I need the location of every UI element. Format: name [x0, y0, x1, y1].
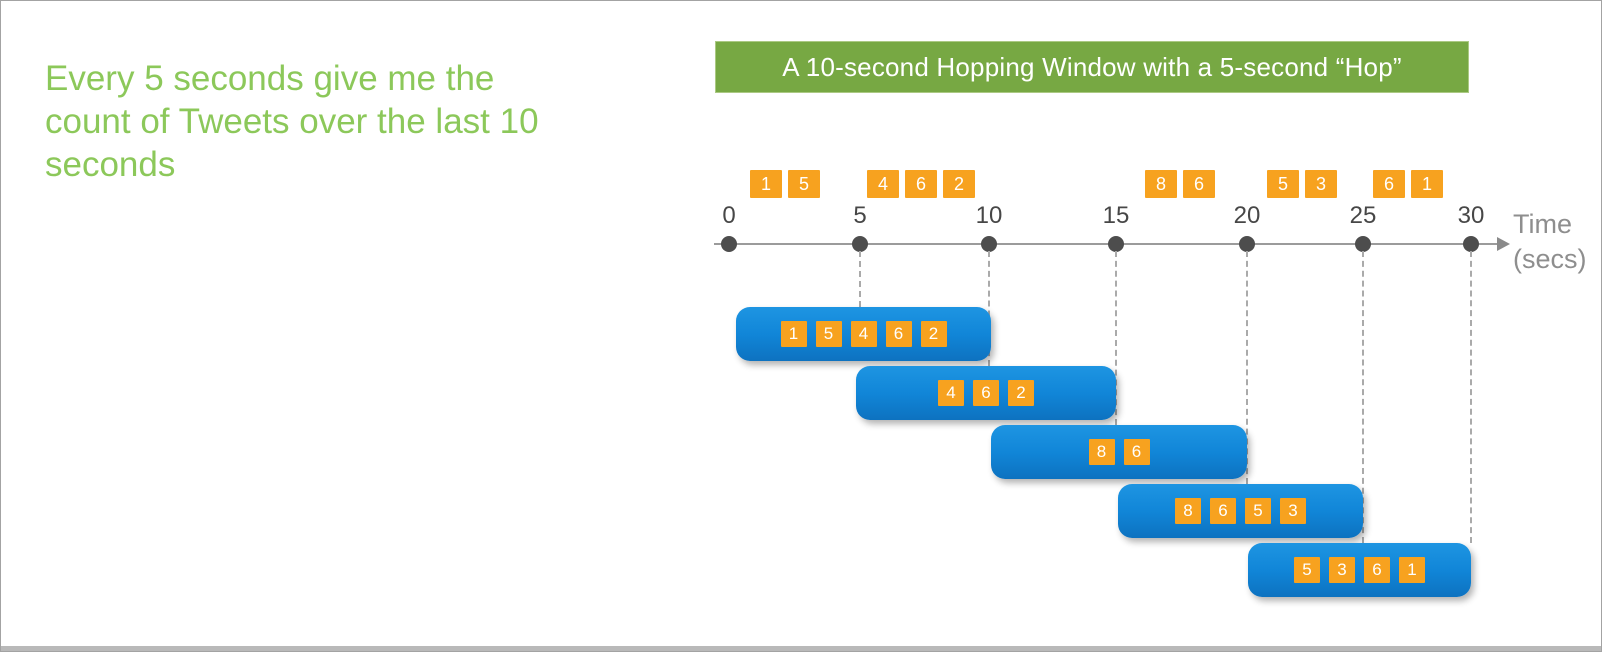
- event-chip: 8: [1145, 170, 1177, 198]
- tick-label-30: 30: [1457, 202, 1485, 229]
- tick-dot: [1239, 236, 1255, 252]
- dashed-guide: [859, 251, 861, 307]
- tick-dot: [1463, 236, 1479, 252]
- tick-dot: [1355, 236, 1371, 252]
- event-chip: 4: [867, 170, 899, 198]
- event-chip: 8: [1088, 439, 1115, 465]
- tick-dot: [721, 236, 737, 252]
- arrowhead-icon: [1497, 237, 1510, 251]
- dashed-guide: [1115, 251, 1117, 425]
- bottom-edge-strip: [1, 646, 1601, 651]
- event-chip: 2: [943, 170, 975, 198]
- event-chip: 6: [1373, 170, 1405, 198]
- tick-label-5: 5: [853, 202, 867, 229]
- event-chip: 5: [788, 170, 820, 198]
- headline-line: count of Tweets over the last 10: [45, 102, 539, 141]
- event-chip: 3: [1305, 170, 1337, 198]
- event-chip: 6: [1123, 439, 1150, 465]
- event-chip: 1: [780, 321, 807, 347]
- tick-label-20: 20: [1233, 202, 1261, 229]
- tick-dot: [981, 236, 997, 252]
- event-chip: 6: [885, 321, 912, 347]
- event-chip: 4: [938, 380, 964, 406]
- banner-title: A 10-second Hopping Window with a 5-seco…: [782, 51, 1402, 82]
- event-chip: 5: [1245, 498, 1271, 524]
- event-chip: 1: [1411, 170, 1443, 198]
- tick-label-15: 15: [1102, 202, 1130, 229]
- event-chip: 6: [905, 170, 937, 198]
- event-chip: 1: [1399, 557, 1425, 583]
- event-chip: 5: [1267, 170, 1299, 198]
- dashed-guide: [1246, 251, 1248, 484]
- dashed-guide: [988, 251, 990, 366]
- time-axis-caption-line: Time: [1513, 209, 1572, 239]
- event-chip: 6: [1364, 557, 1390, 583]
- tick-label-0: 0: [722, 202, 736, 229]
- banner: A 10-second Hopping Window with a 5-seco…: [715, 41, 1469, 93]
- tick-dot: [1108, 236, 1124, 252]
- tick-dot: [852, 236, 868, 252]
- event-chip: 1: [750, 170, 782, 198]
- event-chip: 6: [1183, 170, 1215, 198]
- event-chip: 6: [973, 380, 999, 406]
- event-chip: 6: [1210, 498, 1236, 524]
- headline-line: Every 5 seconds give me the: [45, 59, 495, 98]
- event-chip: 5: [815, 321, 842, 347]
- event-chip: 8: [1175, 498, 1201, 524]
- event-chip: 2: [920, 321, 947, 347]
- event-chip: 3: [1329, 557, 1355, 583]
- event-chip: 4: [850, 321, 877, 347]
- time-axis-caption: Time (secs): [1513, 207, 1587, 277]
- event-chip: 2: [1008, 380, 1034, 406]
- timeline-axis: [714, 243, 1500, 245]
- headline: Every 5 seconds give me the count of Twe…: [45, 57, 685, 186]
- dashed-guide: [1470, 251, 1472, 543]
- event-chip: 5: [1294, 557, 1320, 583]
- tick-label-25: 25: [1349, 202, 1377, 229]
- dashed-guide: [1362, 251, 1364, 543]
- tick-label-10: 10: [975, 202, 1003, 229]
- headline-line: seconds: [45, 145, 176, 184]
- event-chip: 3: [1280, 498, 1306, 524]
- time-axis-caption-line: (secs): [1513, 244, 1587, 274]
